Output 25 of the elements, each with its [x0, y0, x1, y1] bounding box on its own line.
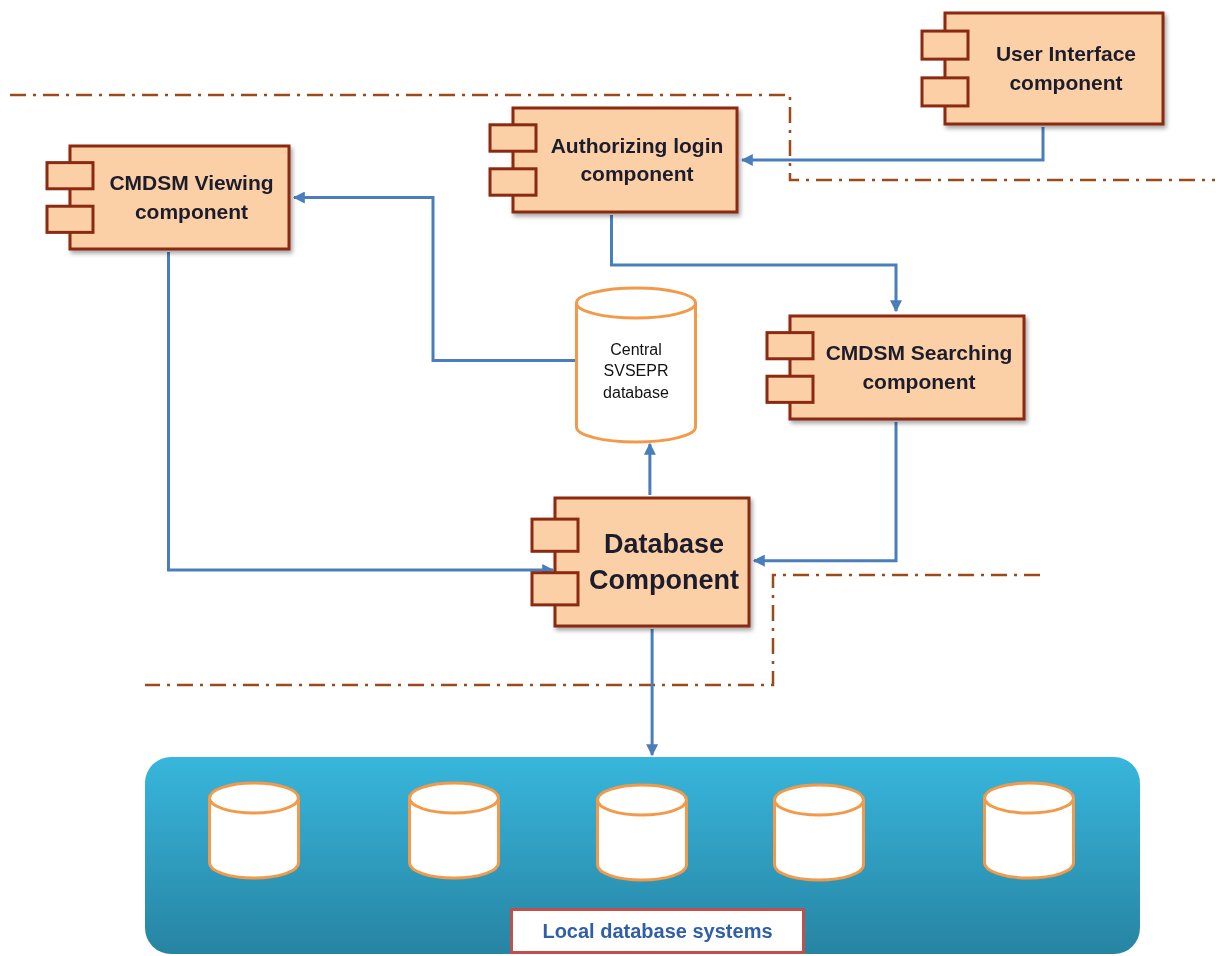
- database-cylinder: [773, 785, 865, 880]
- component-box: [765, 313, 1027, 422]
- component-label: User Interface component: [994, 41, 1138, 96]
- database-label: Central SVSEPR database: [602, 339, 670, 403]
- database-cylinder: [596, 785, 688, 880]
- component-box: [920, 10, 1166, 127]
- arrow: [752, 422, 898, 567]
- database-cylinder: [208, 783, 300, 878]
- database-panel: [145, 757, 1140, 954]
- panel-title: Local database systems: [510, 908, 805, 954]
- component-label: Database Component: [588, 527, 740, 597]
- component-label: Authorizing login component: [549, 132, 725, 187]
- arrow: [740, 127, 1045, 166]
- arrow: [643, 442, 656, 495]
- arrow: [610, 215, 902, 313]
- database-cylinder: [575, 288, 697, 442]
- arrow: [292, 191, 575, 362]
- database-cylinder: [983, 783, 1075, 878]
- arrow: [646, 629, 659, 757]
- component-box: [488, 105, 740, 215]
- component-box: [530, 495, 752, 629]
- component-label: CMDSM Viewing component: [108, 170, 275, 225]
- component-label: CMDSM Searching component: [824, 340, 1014, 395]
- database-cylinder: [408, 783, 500, 878]
- component-box: [45, 143, 292, 252]
